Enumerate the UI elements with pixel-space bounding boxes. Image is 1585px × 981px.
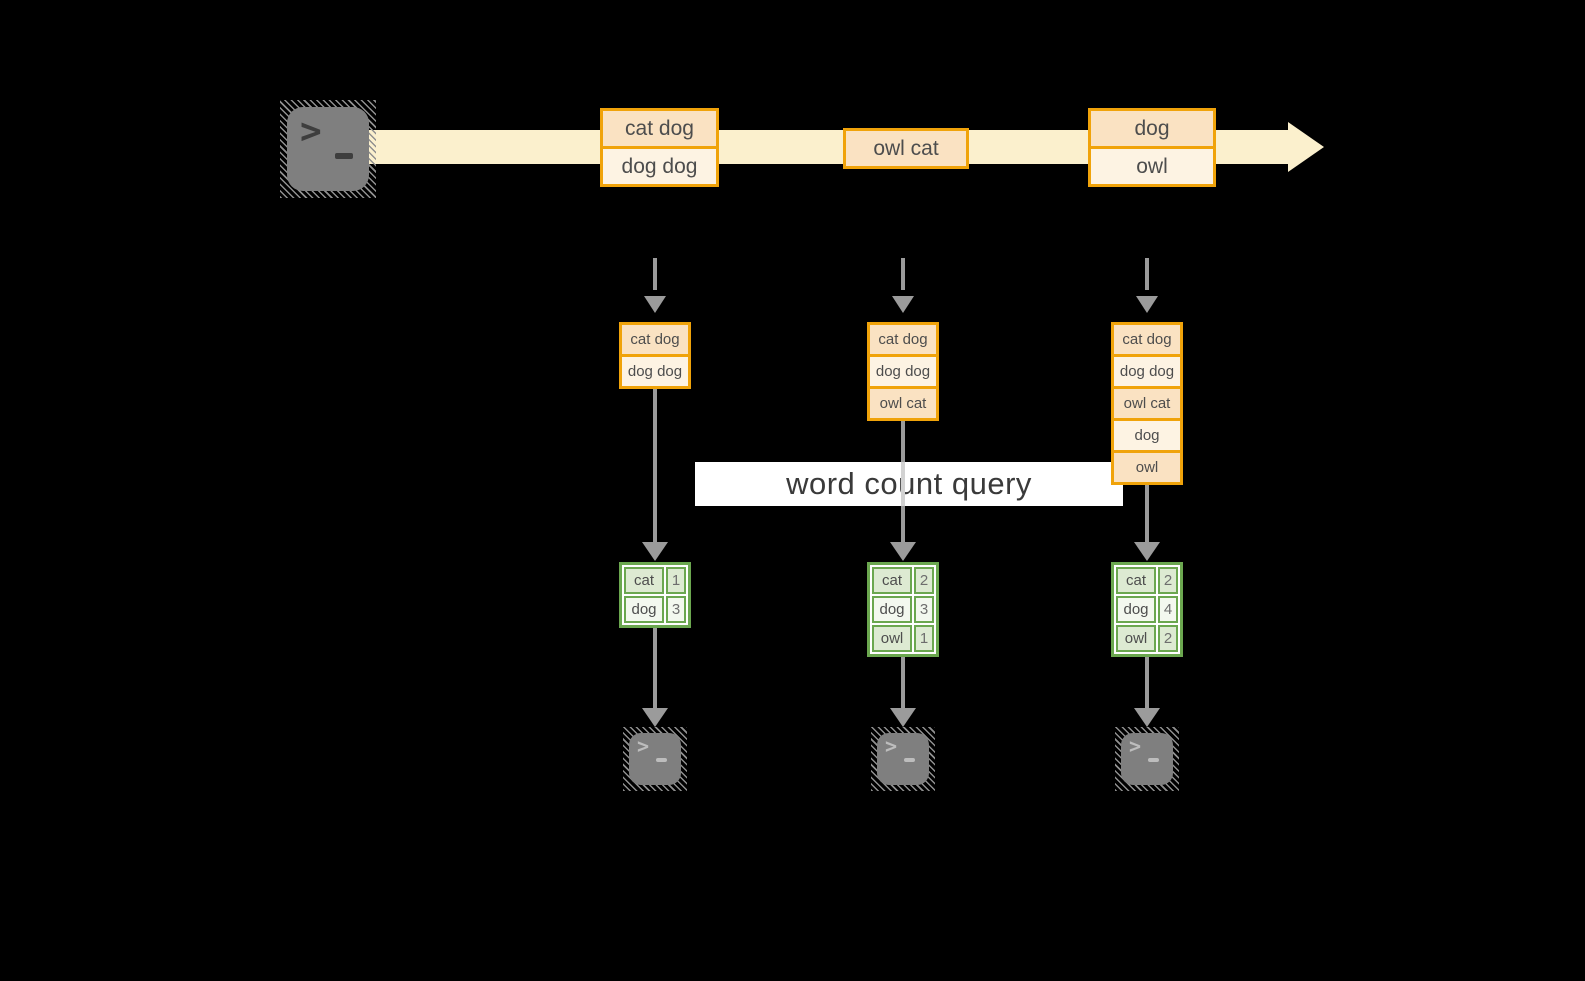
buffer-box: cat dog dog dog owl cat dog owl xyxy=(1111,322,1183,485)
terminal-cursor-icon xyxy=(335,153,353,159)
buffer-line: owl cat xyxy=(1114,386,1180,418)
terminal-cursor-icon xyxy=(904,758,915,762)
count-table: cat 1 dog 3 xyxy=(619,562,691,628)
terminal-body: > xyxy=(287,107,369,191)
query-arrow-line xyxy=(1145,485,1149,542)
count-word: cat xyxy=(872,567,912,594)
count-word: owl xyxy=(1116,625,1156,652)
sink-arrow-line xyxy=(653,628,657,708)
terminal-prompt-icon: > xyxy=(1129,734,1142,758)
terminal-cursor-icon xyxy=(1148,758,1159,762)
buffer-line: dog dog xyxy=(622,354,688,386)
terminal-prompt-icon: > xyxy=(885,734,898,758)
buffer-line: cat dog xyxy=(870,325,936,354)
buffer-line: dog dog xyxy=(870,354,936,386)
count-value: 2 xyxy=(1158,625,1178,652)
sink-arrow-line xyxy=(1145,657,1149,708)
query-arrowhead-icon xyxy=(1134,542,1160,561)
ingest-arrowhead-icon xyxy=(1136,296,1158,313)
query-label: word count query xyxy=(695,462,1123,506)
terminal-body: > xyxy=(877,733,929,785)
buffer-line: owl cat xyxy=(870,386,936,418)
count-value: 1 xyxy=(914,625,934,652)
count-word: dog xyxy=(872,596,912,623)
sink-terminal-icon: > xyxy=(623,727,687,791)
event-line: dog dog xyxy=(603,146,716,184)
count-value: 2 xyxy=(914,567,934,594)
source-terminal-icon: > xyxy=(280,100,376,198)
stream-event-box: owl cat xyxy=(843,128,969,169)
count-value: 1 xyxy=(666,567,686,594)
sink-arrowhead-icon xyxy=(890,708,916,727)
buffer-line: dog dog xyxy=(1114,354,1180,386)
buffer-line: dog xyxy=(1114,418,1180,450)
buffer-line: cat dog xyxy=(622,325,688,354)
ingest-arrow-dash xyxy=(1145,258,1149,290)
terminal-prompt-icon: > xyxy=(300,111,322,152)
sink-arrowhead-icon xyxy=(642,708,668,727)
query-arrowhead-icon xyxy=(890,542,916,561)
arrow-line-overlay xyxy=(901,462,905,506)
count-word: owl xyxy=(872,625,912,652)
event-line: owl xyxy=(1091,146,1213,184)
count-word: dog xyxy=(624,596,664,623)
sink-terminal-icon: > xyxy=(871,727,935,791)
query-arrow-line xyxy=(653,389,657,542)
stream-event-box: dog owl xyxy=(1088,108,1216,187)
sink-terminal-icon: > xyxy=(1115,727,1179,791)
query-label-text: word count query xyxy=(786,466,1032,501)
count-value: 2 xyxy=(1158,567,1178,594)
buffer-box: cat dog dog dog xyxy=(619,322,691,389)
event-line: owl cat xyxy=(846,131,966,166)
sink-arrowhead-icon xyxy=(1134,708,1160,727)
count-value: 4 xyxy=(1158,596,1178,623)
query-arrowhead-icon xyxy=(642,542,668,561)
count-value: 3 xyxy=(666,596,686,623)
stream-event-box: cat dog dog dog xyxy=(600,108,719,187)
ingest-arrow-dash xyxy=(901,258,905,290)
terminal-prompt-icon: > xyxy=(637,734,650,758)
count-word: cat xyxy=(624,567,664,594)
terminal-body: > xyxy=(1121,733,1173,785)
ingest-arrowhead-icon xyxy=(892,296,914,313)
buffer-line: owl xyxy=(1114,450,1180,482)
terminal-cursor-icon xyxy=(656,758,667,762)
terminal-body: > xyxy=(629,733,681,785)
count-word: cat xyxy=(1116,567,1156,594)
sink-arrow-line xyxy=(901,657,905,708)
count-value: 3 xyxy=(914,596,934,623)
event-line: cat dog xyxy=(603,111,716,146)
ingest-arrowhead-icon xyxy=(644,296,666,313)
buffer-line: cat dog xyxy=(1114,325,1180,354)
count-table: cat 2 dog 4 owl 2 xyxy=(1111,562,1183,657)
count-table: cat 2 dog 3 owl 1 xyxy=(867,562,939,657)
buffer-box: cat dog dog dog owl cat xyxy=(867,322,939,421)
event-line: dog xyxy=(1091,111,1213,146)
ingest-arrow-dash xyxy=(653,258,657,290)
count-word: dog xyxy=(1116,596,1156,623)
stream-timeline-arrowhead-icon xyxy=(1288,122,1324,172)
